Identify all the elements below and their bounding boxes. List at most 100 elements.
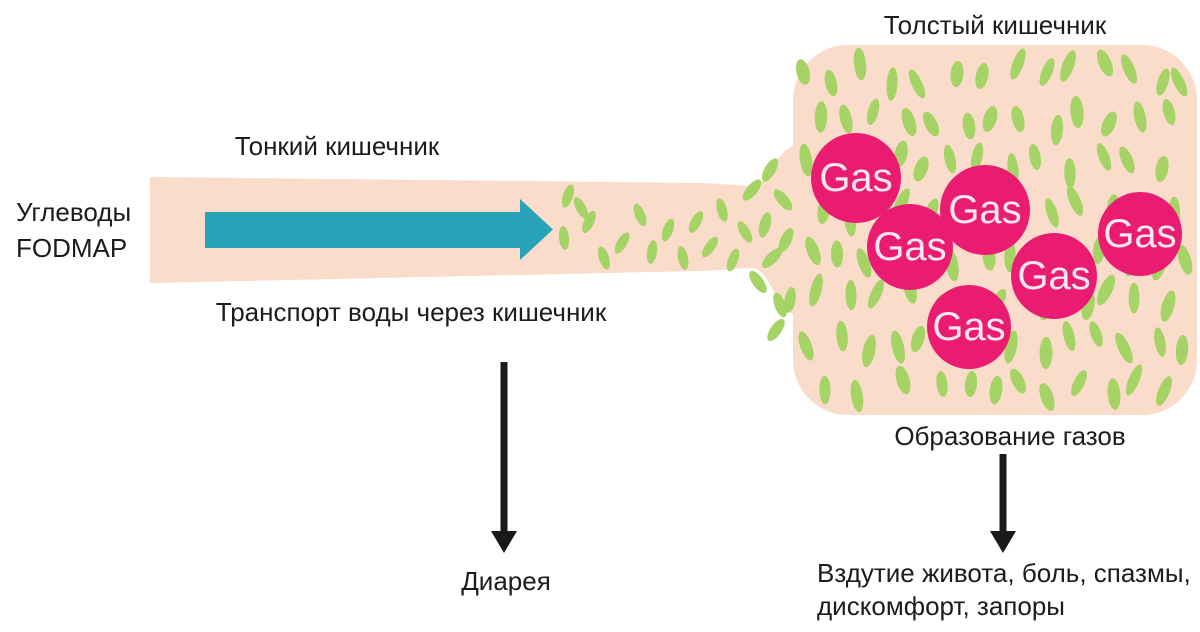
gas-bubble: Gas (867, 204, 953, 290)
gas-circle-icon (811, 133, 901, 223)
symptoms-arrow-icon (990, 454, 1016, 553)
bacterium-icon (1155, 156, 1169, 182)
bacterium-icon (597, 246, 611, 270)
bacterium-icon (975, 62, 989, 90)
bacterium-icon (867, 279, 885, 309)
bacterium-icon (1045, 198, 1059, 228)
bacterium-icon (1125, 364, 1143, 396)
bacterium-icon (784, 287, 796, 313)
bacterium-icon (1156, 376, 1172, 406)
large-intestine-title: Толстый кишечник (883, 10, 1107, 40)
bacterium-icon (661, 218, 675, 242)
bacterium-icon (1115, 332, 1133, 364)
bacterium-icon (1039, 383, 1055, 411)
bacterium-icon (891, 330, 905, 364)
bacterium-icon (716, 198, 728, 222)
fodmap-label-line2: FODMAP (16, 233, 128, 263)
bacterium-icon (773, 292, 787, 318)
bacterium-icon (1096, 49, 1114, 77)
gas-bubble: Gas (1011, 233, 1097, 319)
bacterium-icon (1028, 144, 1042, 170)
bacterium-icon (688, 211, 704, 233)
bacterium-icon (856, 248, 872, 278)
bacterium-icon (809, 273, 823, 307)
bacterium-icon (866, 98, 880, 126)
bacterium-icon (1096, 274, 1116, 306)
bacterium-icon (814, 101, 828, 133)
bacterium-icon (845, 279, 857, 311)
bacterium-icon (749, 270, 767, 294)
bacterium-icon (922, 111, 940, 137)
bacterium-icon (1160, 290, 1176, 322)
bacterium-icon (646, 240, 658, 264)
bacterium-icon (1170, 67, 1188, 97)
bacterium-icon (773, 189, 793, 211)
bacterium-icon (1154, 327, 1166, 357)
gas-label: Gas (819, 156, 892, 200)
bacterium-icon (1050, 114, 1064, 146)
bacterium-icon (824, 69, 838, 97)
bacterium-icon (1039, 58, 1055, 86)
symptoms-line1: Вздутие живота, боль, спазмы, (817, 558, 1191, 588)
gas-bubble: Gas (1098, 192, 1182, 276)
gas-bubble: Gas (940, 165, 1030, 255)
bacterium-icon (1120, 54, 1138, 84)
bacterium-icon (913, 156, 929, 182)
bacterium-icon (886, 67, 898, 101)
water-transport-label: Транспорт воды через кишечник (215, 297, 607, 327)
gas-circle-icon (927, 285, 1011, 369)
bacterium-icon (1162, 98, 1176, 126)
bacterium-icon (989, 375, 1003, 405)
bacterium-icon (1011, 105, 1025, 133)
bacterium-icon (970, 142, 984, 172)
bacterium-icon (1156, 68, 1170, 96)
bacterium-icon (901, 107, 917, 137)
diarrhea-label: Диарея (461, 566, 551, 596)
gas-label: Gas (873, 225, 946, 269)
bacterium-icon (964, 370, 978, 398)
bacterium-icon (1128, 282, 1140, 314)
diarrhea-arrow-icon (491, 362, 517, 553)
bacterium-icon (1101, 111, 1117, 137)
bacterium-icon (677, 246, 689, 270)
bacterium-icon (805, 236, 821, 266)
bacterium-icon (726, 248, 740, 272)
bacterium-icon (962, 112, 976, 140)
bacterium-icon (1070, 95, 1084, 129)
bacterium-icon (895, 365, 911, 395)
gas-label: Gas (1103, 212, 1176, 256)
bacterium-icon (1039, 336, 1053, 370)
bacterium-icon (1010, 48, 1026, 80)
bacterium-icon (1096, 143, 1112, 171)
bacterium-icon (950, 60, 964, 88)
bacterium-icon (761, 158, 779, 182)
bacterium-icon (1010, 368, 1026, 394)
bacterium-icon (796, 59, 810, 85)
gas-label: Gas (948, 188, 1021, 232)
bacterium-icon (830, 240, 844, 268)
bacterium-icon (910, 325, 926, 353)
bacterium-icon (943, 144, 957, 174)
bacterium-icon (894, 140, 908, 168)
gas-circle-icon (1011, 233, 1097, 319)
bacterium-icon (1062, 321, 1076, 351)
bacterium-icon (798, 331, 814, 361)
bacterium-icon (862, 334, 876, 368)
fodmap-label-line1: Углеводы (16, 197, 132, 227)
symptoms-line2: дискомфорт, запоры (817, 591, 1065, 621)
bacterium-icon (839, 104, 853, 134)
bacterium-icon (853, 47, 867, 81)
bacterium-icon (762, 248, 782, 268)
bacterium-icon (1107, 378, 1121, 410)
bacterium-icon (1119, 146, 1135, 174)
bacterium-icon (850, 379, 864, 413)
gas-bubble: Gas (927, 285, 1011, 369)
bacterium-icon (758, 212, 772, 238)
bacterium-icon (799, 143, 813, 177)
bacterium-icon (767, 318, 785, 342)
bacterium-icon (1066, 186, 1084, 216)
bacterium-icon (1060, 50, 1076, 82)
